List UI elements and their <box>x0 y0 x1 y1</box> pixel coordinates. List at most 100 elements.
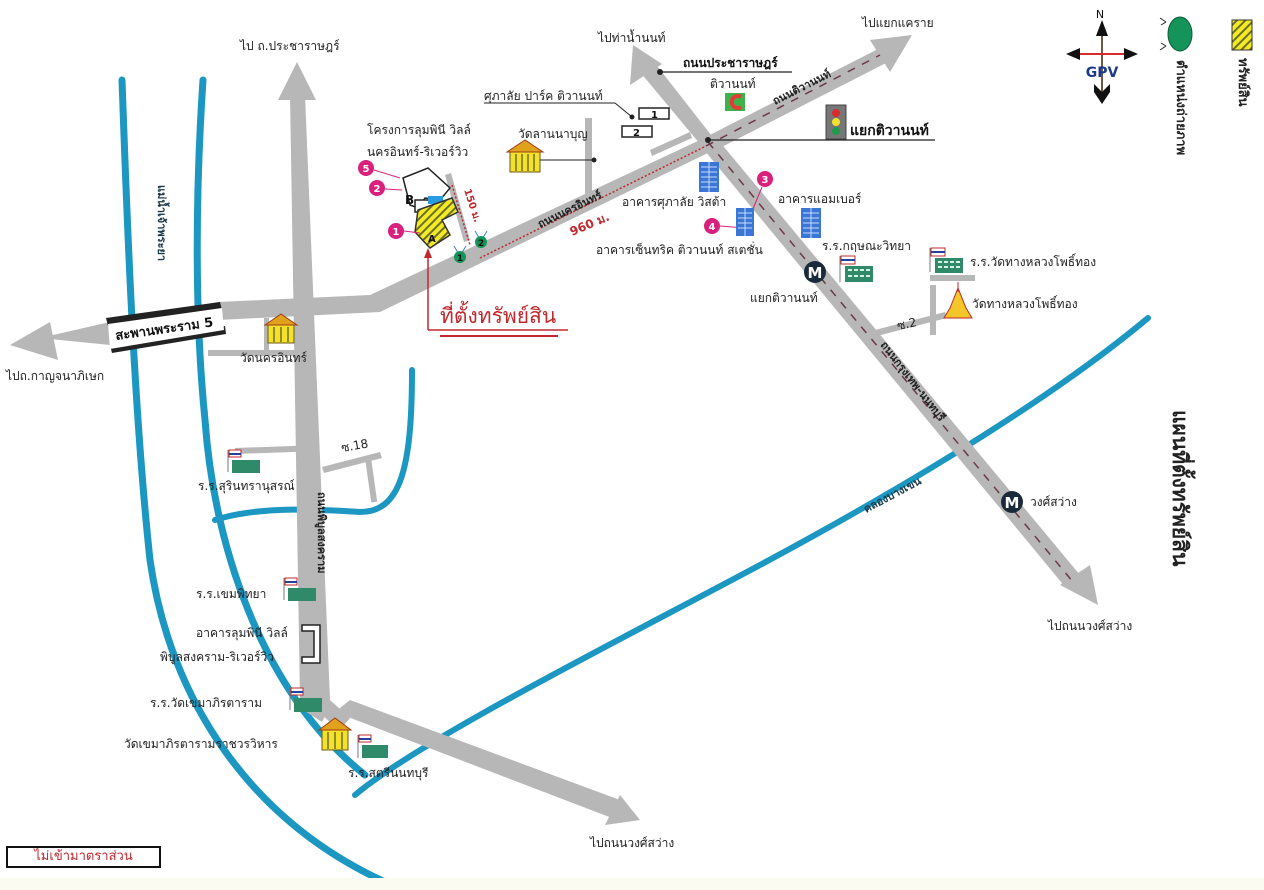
lumpini-phibun-building <box>301 624 321 664</box>
arrow-west-kanchanaphisek <box>10 322 58 360</box>
photo-marker-3[interactable]: 3 <box>757 171 773 187</box>
pool-icon <box>428 196 443 204</box>
svg-text:4: 4 <box>709 222 716 233</box>
label-metro-wong-sawang: วงศ์สว่าง <box>1030 495 1077 509</box>
svg-text:3: 3 <box>762 175 769 186</box>
river-label-khlong-bang-khen: คลองบางเขน <box>861 474 924 515</box>
label-lumpini-phibun-line2: พิบูลสงคราม-ริเวอร์วิว <box>160 650 274 665</box>
supalai-building-1 <box>638 107 670 120</box>
road-bottom-se <box>335 700 620 818</box>
pagoda-icon-wat-thang-luang <box>943 282 973 319</box>
khlong-canals <box>212 315 1151 798</box>
river-label-chao-phraya: แม่น้ำเจ้าพระยา <box>155 185 170 261</box>
svg-text:1: 1 <box>393 227 400 238</box>
soi-surintharanusorn <box>235 445 308 454</box>
road-pracharat <box>640 62 715 150</box>
road-label-phibun: ถนนพิบูลสงคราม <box>314 492 328 573</box>
label-tiwanon-junction: แยกติวานนท์ <box>850 122 929 139</box>
label-wat-khema-school: ร.ร.วัดเขมาภิรตาราม <box>150 696 262 710</box>
school-icon-khem-phitthaya <box>283 577 316 601</box>
building-tag-a: A <box>428 234 436 245</box>
metro-icon-wong-sawang[interactable]: M <box>1001 491 1023 513</box>
arrow-se-wong-sawang <box>1060 565 1098 605</box>
direction-to-pracharat: ไป ถ.ประชาราษฎร์ <box>239 39 340 53</box>
road-phibun-songkhram <box>290 95 350 730</box>
label-tiwanon-mall: ติวานนท์ <box>710 77 756 91</box>
svg-text:2: 2 <box>374 184 381 195</box>
label-wat-lan-na-bun: วัดลานนาบุญ <box>518 127 588 142</box>
metro-icon-tiwanon[interactable]: M <box>804 261 826 283</box>
asset-location-label: ที่ตั้งทรัพย์สิน <box>440 300 559 337</box>
road-label-pracharat: ถนนประชาราษฎร์ <box>683 56 778 70</box>
label-supalai-park: ศุภาลัย ปาร์ค ติวานนท์ <box>484 89 603 104</box>
building-icon-amber <box>801 208 821 238</box>
legend-asset-label: ทรัพย์สิน <box>1235 58 1250 107</box>
svg-text:GPV: GPV <box>1086 65 1119 81</box>
photo-leader-2 <box>384 188 403 191</box>
label-surintharanusorn: ร.ร.สุรินทรานุสรณ์ <box>198 479 295 494</box>
svg-text:M: M <box>1005 494 1020 512</box>
camera-marker-2[interactable]: 2 <box>474 230 488 249</box>
label-wat-khema: วัดเขมาภิรตารามราชวรวิหาร <box>124 737 278 751</box>
label-satri-nonthaburi: ร.ร.สตรีนนทบุรี <box>348 766 429 781</box>
direction-to-khae-rai: ไปแยกแคราย <box>861 16 934 30</box>
building-icon-centric <box>736 208 754 236</box>
direction-to-kanchanaphisek: ไปถ.กาญจนาภิเษก <box>5 369 104 383</box>
soi-supalai-lane <box>585 118 592 200</box>
road-label-soi-2: ซ.2 <box>896 315 918 333</box>
svg-text:1: 1 <box>457 254 463 264</box>
wat-lan-na-bun-dot <box>591 157 597 163</box>
school-icon-wat-khema <box>289 687 322 712</box>
scale-note: ไม่เข้ามาตราส่วน <box>6 846 161 868</box>
temple-icon <box>505 139 545 173</box>
soi-nakhon-in-lane <box>264 318 269 352</box>
photo-marker-5[interactable]: 5 <box>358 160 374 176</box>
supalai-park-dot <box>629 114 635 120</box>
photo-marker-4[interactable]: 4 <box>704 218 720 234</box>
label-lumpini-project-line2: นครอินทร์-ริเวอร์วิว <box>367 145 468 159</box>
supalai-building-1-tag: 1 <box>651 110 658 121</box>
compass-icon: N GPV <box>1066 8 1138 104</box>
distance-label-150: 150 ม. <box>461 188 482 224</box>
building-tag-b: B <box>405 193 414 207</box>
label-wat-thang-luang-school: ร.ร.วัดทางหลวงโพธิ์ทอง <box>970 253 1096 269</box>
asset-parcel <box>414 197 459 249</box>
arrow-se-bottom <box>605 795 640 825</box>
temple-icon-wat-khema <box>317 717 353 751</box>
label-lumpini-project-line1: โครงการลุมพินี วิลล์ <box>367 123 471 138</box>
asset-pointer-arrowhead <box>424 248 432 258</box>
mall-icon <box>725 93 745 111</box>
direction-to-tha-nam-non: ไปท่าน้ำนนท์ <box>597 29 666 45</box>
photo-marker-1[interactable]: 1 <box>388 223 404 239</box>
direction-to-wong-sawang-s: ไปถนนวงศ์สว่าง <box>589 836 674 850</box>
arrow-nw-tha-nam <box>630 45 662 85</box>
road-label-krungthep-nonthaburi: ถนนกรุงเทพ-นนทบุรี <box>877 339 948 425</box>
temple-icon-nakhon-in <box>263 313 299 344</box>
school-icon-krisana <box>839 255 873 282</box>
label-lumpini-phibun-line1: อาคารลุมพินี วิลล์ <box>196 626 288 641</box>
camera-marker-1[interactable]: 1 <box>453 245 467 264</box>
canal-phibun <box>212 367 415 523</box>
photo-marker-2[interactable]: 2 <box>369 180 385 196</box>
soi-18-branch <box>365 457 378 503</box>
school-icon-wat-thang-luang <box>929 247 963 273</box>
label-krisana-school: ร.ร.กฤษณะวิทยา <box>822 239 911 253</box>
label-wat-thang-luang: วัดทางหลวงโพธิ์ทอง <box>972 295 1078 311</box>
label-supalai-vista: อาคารศุภาลัย วิสต้า <box>622 195 726 210</box>
label-centric: อาคารเซ็นทริค ติวานนท์ สเตชั่น <box>596 241 763 257</box>
supalai-building-2-tag: 2 <box>633 128 640 139</box>
svg-text:M: M <box>808 264 823 282</box>
soi-2-branch <box>930 285 936 335</box>
bridge-rama5 <box>106 302 226 353</box>
svg-text:5: 5 <box>363 164 370 175</box>
supalai-building-2 <box>621 125 653 138</box>
distance-line-150 <box>451 184 471 246</box>
khlong-bang-khen <box>352 315 1151 798</box>
label-amber: อาคารแอมเบอร์ <box>778 192 862 206</box>
label-khem-phitthaya: ร.ร.เขมพิทยา <box>196 587 266 601</box>
label-wat-nakhon-in: วัดนครอินทร์ <box>240 351 308 365</box>
arrow-ne-khae-rai <box>870 35 912 72</box>
legend-photo-position-label: ตำแหน่งถ่ายภาพ <box>1173 60 1188 156</box>
school-icon-surintharanusorn <box>227 449 260 473</box>
